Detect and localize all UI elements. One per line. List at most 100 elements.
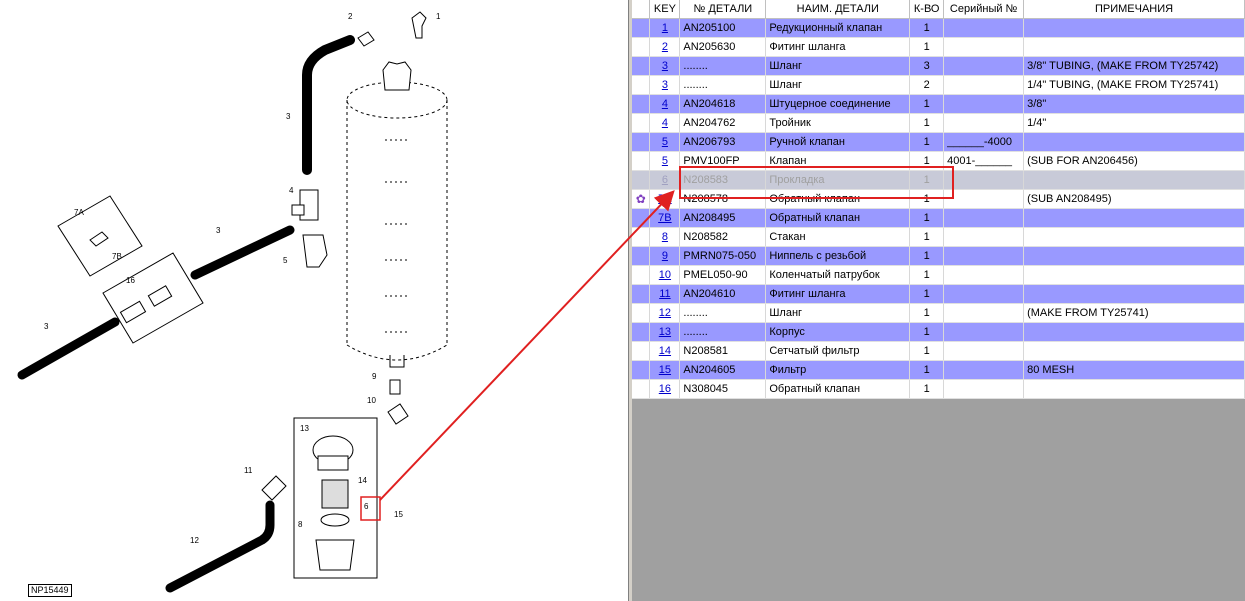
cell-notes xyxy=(1023,322,1245,342)
cell-key[interactable]: 3 xyxy=(649,75,681,95)
cell-serial: ______-4000 xyxy=(943,132,1025,152)
cell-part-name: Коленчатый патрубок xyxy=(765,265,911,285)
cell-serial xyxy=(943,284,1025,304)
row-indicator: ✿ xyxy=(632,189,651,209)
cell-notes: 1/4" xyxy=(1023,113,1245,133)
cell-key[interactable]: 10 xyxy=(649,265,681,285)
cell-part-name: Стакан xyxy=(765,227,911,247)
header-part-number[interactable]: № ДЕТАЛИ xyxy=(679,0,767,19)
cell-part-number: ........ xyxy=(679,56,767,76)
cell-part-number: AN204618 xyxy=(679,94,767,114)
gear-icon[interactable]: ✿ xyxy=(635,192,646,206)
cell-quantity: 1 xyxy=(909,227,945,247)
cell-notes xyxy=(1023,341,1245,361)
callout-16: 16 xyxy=(126,276,135,285)
cell-key[interactable]: 5 xyxy=(649,151,681,171)
table-header-row: KEY № ДЕТАЛИ НАИМ. ДЕТАЛИ К-ВО Серийный … xyxy=(632,0,1245,19)
header-part-name[interactable]: НАИМ. ДЕТАЛИ xyxy=(765,0,911,19)
cell-key[interactable]: 3 xyxy=(649,56,681,76)
cell-part-name: Фильтр xyxy=(765,360,911,380)
header-notes[interactable]: ПРИМЕЧАНИЯ xyxy=(1023,0,1245,19)
cell-key[interactable]: 9 xyxy=(649,246,681,266)
cell-serial xyxy=(943,113,1025,133)
row-indicator xyxy=(632,322,651,342)
cell-key[interactable]: 7B xyxy=(649,208,681,228)
cell-key[interactable]: 11 xyxy=(649,284,681,304)
callout-12: 12 xyxy=(190,536,199,545)
cell-key[interactable]: 2 xyxy=(649,37,681,57)
cell-part-number: AN208495 xyxy=(679,208,767,228)
cell-key[interactable]: 6 xyxy=(649,170,681,190)
cell-notes xyxy=(1023,265,1245,285)
cell-part-number: ........ xyxy=(679,322,767,342)
cell-part-name: Обратный клапан xyxy=(765,379,911,399)
callout-5: 5 xyxy=(283,256,288,265)
row-indicator xyxy=(632,341,651,361)
cell-serial xyxy=(943,56,1025,76)
cell-part-name: Шланг xyxy=(765,303,911,323)
cell-part-name: Тройник xyxy=(765,113,911,133)
cell-key[interactable]: 13 xyxy=(649,322,681,342)
cell-quantity: 1 xyxy=(909,303,945,323)
cell-serial xyxy=(943,265,1025,285)
cell-part-number: AN205100 xyxy=(679,18,767,38)
cell-quantity: 1 xyxy=(909,113,945,133)
cell-part-number: ........ xyxy=(679,75,767,95)
row-indicator xyxy=(632,208,651,228)
cell-serial xyxy=(943,208,1025,228)
header-quantity[interactable]: К-ВО xyxy=(909,0,945,19)
cell-key[interactable]: 4 xyxy=(649,94,681,114)
cell-key[interactable]: 14 xyxy=(649,341,681,361)
cell-part-name: Ниппель с резьбой xyxy=(765,246,911,266)
cell-notes xyxy=(1023,208,1245,228)
cell-key[interactable]: 8 xyxy=(649,227,681,247)
cell-part-name: Редукционный клапан xyxy=(765,18,911,38)
callout-8: 8 xyxy=(298,520,303,529)
cell-quantity: 1 xyxy=(909,360,945,380)
header-serial[interactable]: Серийный № xyxy=(943,0,1025,19)
cell-notes xyxy=(1023,379,1245,399)
cell-key[interactable]: 16 xyxy=(649,379,681,399)
cell-key[interactable]: 5 xyxy=(649,132,681,152)
callout-3: 3 xyxy=(44,322,49,331)
cell-key[interactable]: 12 xyxy=(649,303,681,323)
cell-quantity: 1 xyxy=(909,322,945,342)
cell-notes xyxy=(1023,170,1245,190)
cell-key[interactable]: 1 xyxy=(649,18,681,38)
callout-7a: 7A xyxy=(74,208,84,217)
cell-quantity: 1 xyxy=(909,265,945,285)
cell-notes xyxy=(1023,37,1245,57)
cell-quantity: 1 xyxy=(909,18,945,38)
header-key[interactable]: KEY xyxy=(649,0,681,19)
cell-quantity: 2 xyxy=(909,75,945,95)
cell-notes: 80 MESH xyxy=(1023,360,1245,380)
cell-key[interactable]: 7A xyxy=(649,189,681,209)
cell-serial xyxy=(943,170,1025,190)
row-indicator xyxy=(632,37,651,57)
cell-quantity: 3 xyxy=(909,56,945,76)
cell-key[interactable]: 4 xyxy=(649,113,681,133)
cell-notes xyxy=(1023,132,1245,152)
cell-part-number: AN204762 xyxy=(679,113,767,133)
cell-key[interactable]: 15 xyxy=(649,360,681,380)
cell-notes: (SUB AN208495) xyxy=(1023,189,1245,209)
